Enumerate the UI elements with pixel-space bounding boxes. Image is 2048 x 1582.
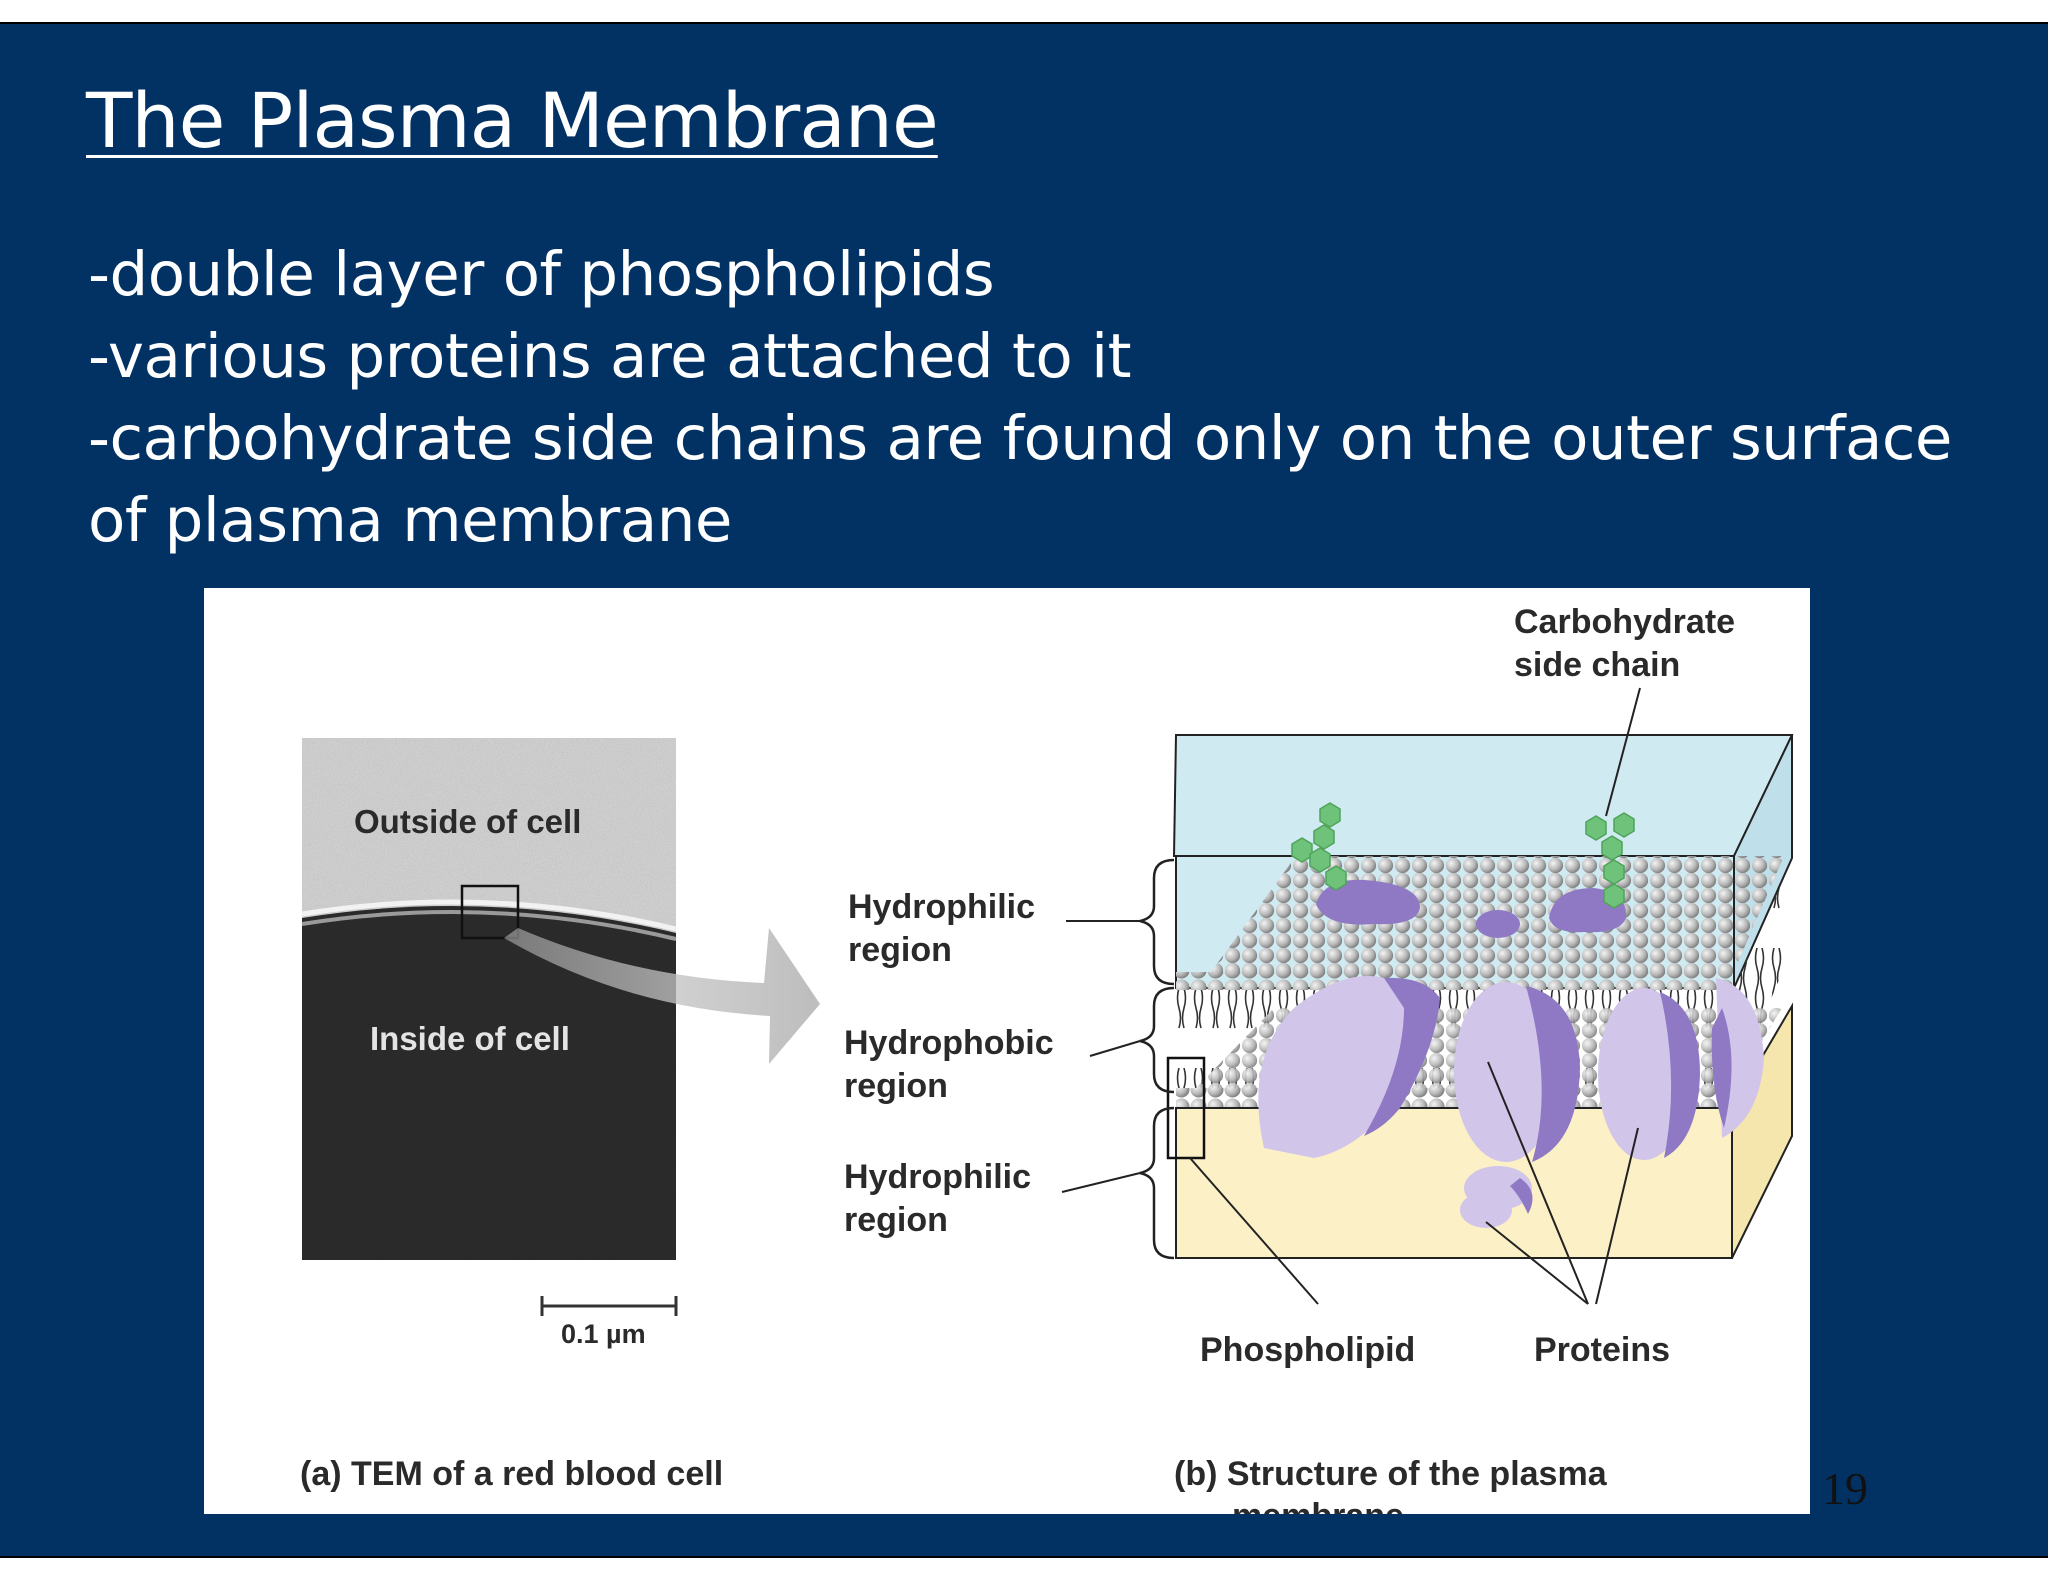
hydrophobic-label-2: region (844, 1067, 948, 1105)
bullet-list: -double layer of phospholipids -various … (88, 234, 1952, 562)
outside-of-cell-label: Outside of cell (354, 803, 581, 840)
inside-of-cell-label: Inside of cell (370, 1020, 570, 1057)
hydrophilic-bottom-label: Hydrophilic (844, 1158, 1031, 1196)
slide-title: The Plasma Membrane (86, 76, 939, 165)
leader-lines (1061, 687, 1641, 1305)
carbohydrate-label: Carbohydrate (1514, 603, 1735, 641)
bullet-item: -carbohydrate side chains are found only… (88, 403, 1952, 474)
hydrophilic-top-label: Hydrophilic (848, 888, 1035, 926)
page-number: 19 (1822, 1463, 1868, 1514)
zoom-arrow (504, 928, 820, 1064)
membrane-proteins (1258, 879, 1764, 1228)
panel-a-caption: (a) TEM of a red blood cell (300, 1455, 723, 1493)
panel-b-caption-2: membrane (1232, 1497, 1404, 1514)
phospholipid-label: Phospholipid (1200, 1331, 1415, 1369)
bullet-item: -various proteins are attached to it (88, 321, 1132, 392)
hydrophilic-bottom-label-2: region (844, 1201, 948, 1239)
membrane-figure: Outside of cell Inside of cell 0.1 µm (a… (204, 588, 1810, 1514)
carbohydrate-label-2: side chain (1514, 646, 1680, 684)
proteins-label: Proteins (1534, 1331, 1670, 1369)
bullet-item: of plasma membrane (88, 485, 732, 556)
panel-b-caption: (b) Structure of the plasma (1174, 1455, 1608, 1493)
hydrophilic-top-label-2: region (848, 931, 952, 969)
scale-bar (540, 1296, 678, 1316)
hydrophobic-label: Hydrophobic (844, 1024, 1054, 1062)
slide: The Plasma Membrane -double layer of pho… (0, 22, 2048, 1558)
bullet-item: -double layer of phospholipids (88, 239, 995, 310)
carbohydrate-chains (1291, 802, 1635, 909)
scale-bar-label: 0.1 µm (561, 1319, 646, 1349)
tem-micrograph (301, 738, 677, 1260)
